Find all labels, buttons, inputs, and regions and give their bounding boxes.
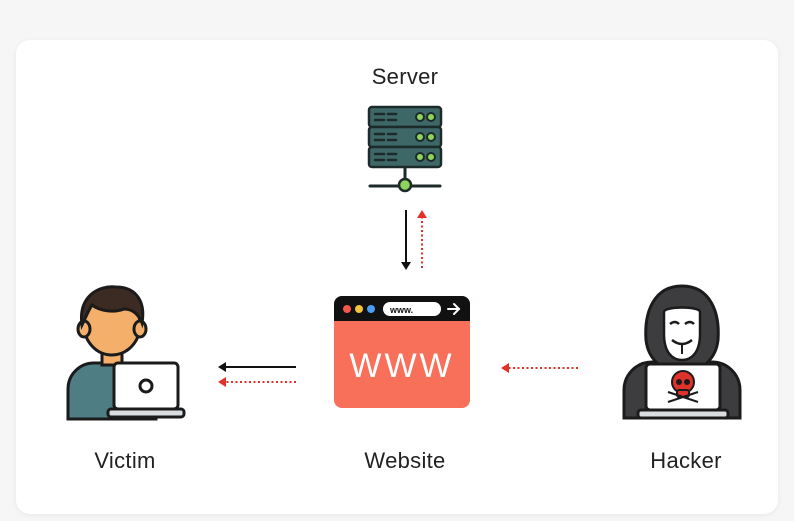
website-browser-icon: www. WWW <box>334 296 470 408</box>
victim-icon <box>66 285 186 421</box>
url-text: www. <box>389 305 413 315</box>
left-arrow-normal <box>218 362 296 372</box>
website-label: Website <box>364 448 446 473</box>
hacker-website-arrow <box>501 363 578 373</box>
skull-icon <box>667 370 699 403</box>
up-arrow-malicious <box>417 210 427 268</box>
hacker-label: Hacker <box>650 448 722 473</box>
server-website-arrows <box>401 210 427 270</box>
left-arrow-malicious <box>218 377 296 387</box>
hacker-icon <box>622 284 742 420</box>
server-label: Server <box>371 64 439 89</box>
website-victim-arrows <box>218 362 296 387</box>
www-banner-text: WWW <box>349 347 454 385</box>
down-arrow-normal <box>401 210 411 270</box>
server-icon <box>367 105 443 193</box>
victim-label: Victim <box>94 448 156 473</box>
